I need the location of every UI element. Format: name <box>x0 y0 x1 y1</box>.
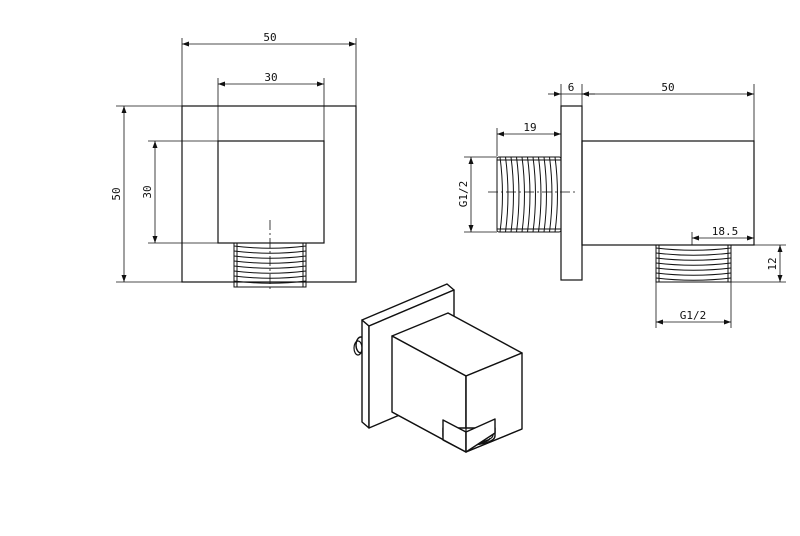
isometric-view <box>353 283 523 453</box>
iso-outlet-thread <box>391 376 523 453</box>
outlet-thread-size-label: G1/2 <box>680 309 707 322</box>
side-thread-size-label: G1/2 <box>457 181 470 208</box>
front-view: 50 30 50 30 <box>110 31 357 292</box>
front-outer-plate <box>181 105 357 283</box>
side-thread-length-label: 19 <box>523 121 536 134</box>
front-height-label: 50 <box>110 187 123 200</box>
side-inlet-thread <box>496 156 562 233</box>
front-inner-width-label: 30 <box>264 71 277 84</box>
front-inner-body <box>217 140 325 244</box>
outlet-thread-length-label: 12 <box>766 257 779 270</box>
side-view: 6 50 19 G1/2 18.5 12 G1/2 <box>457 81 786 328</box>
plate-thickness-label: 6 <box>568 81 575 94</box>
side-outlet-thread <box>655 244 732 283</box>
outlet-offset-label: 18.5 <box>712 225 739 238</box>
iso-plate-side <box>361 319 370 429</box>
front-inner-height-label: 30 <box>141 185 154 198</box>
side-body-length-label: 50 <box>661 81 674 94</box>
front-width-label: 50 <box>263 31 276 44</box>
side-wall-plate <box>560 105 583 281</box>
